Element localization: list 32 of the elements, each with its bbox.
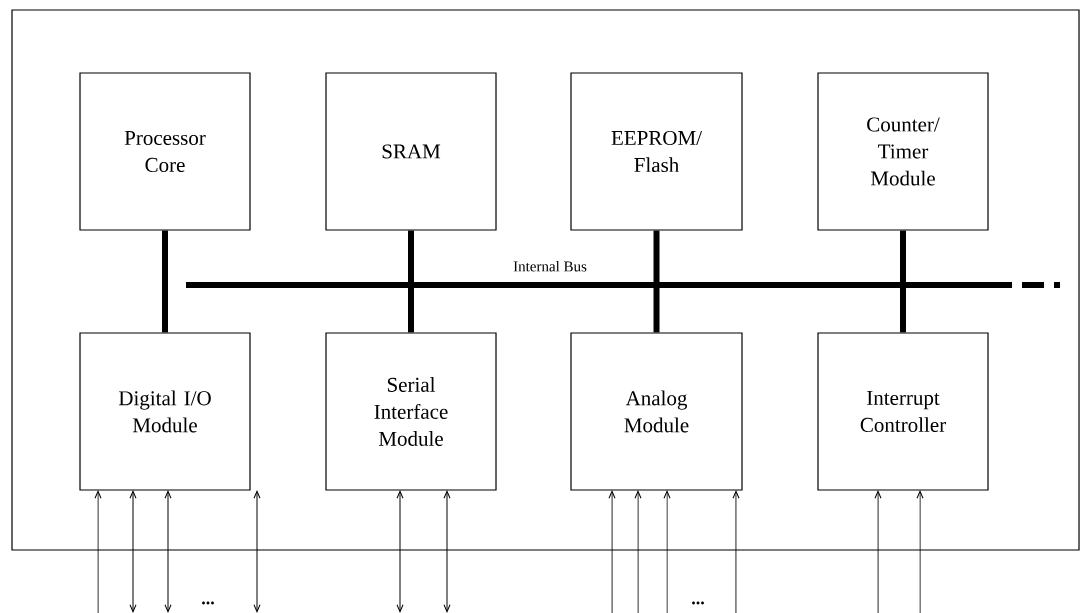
bus-connector [408,285,414,333]
signal-arrow [608,490,616,613]
module-box: Analog Module [570,332,743,491]
module-box: Counter/ Timer Module [817,72,989,231]
bus-connector [900,230,906,285]
module-box: Digital I/O Module [79,332,251,491]
signal-arrow [663,490,671,613]
bus-connector [653,230,660,285]
frame-box [11,9,1080,551]
signal-arrow [253,490,261,613]
signal-arrow [732,490,740,613]
signal-arrow [164,490,172,613]
bus-connector [162,285,168,333]
module-box: SRAM [325,72,497,231]
bus-connector [900,285,906,333]
module-box: Serial Interface Module [325,332,497,491]
module-box: EEPROM/ Flash [570,72,743,231]
ellipsis: ... [692,601,704,605]
bus-connector [653,285,660,333]
bus-connector [408,230,414,285]
ellipsis: ... [202,601,214,605]
signal-arrow [129,490,137,613]
module-box: Processor Core [79,72,251,231]
signal-arrow [874,490,882,613]
signal-arrow [94,490,102,613]
signal-arrow [443,490,451,613]
signal-arrow [396,490,404,613]
signal-arrow [634,490,642,613]
signal-arrow [916,490,924,613]
module-box: Interrupt Controller [817,332,989,491]
bus-connector [162,230,168,285]
bus-label: Internal Bus [513,260,587,272]
